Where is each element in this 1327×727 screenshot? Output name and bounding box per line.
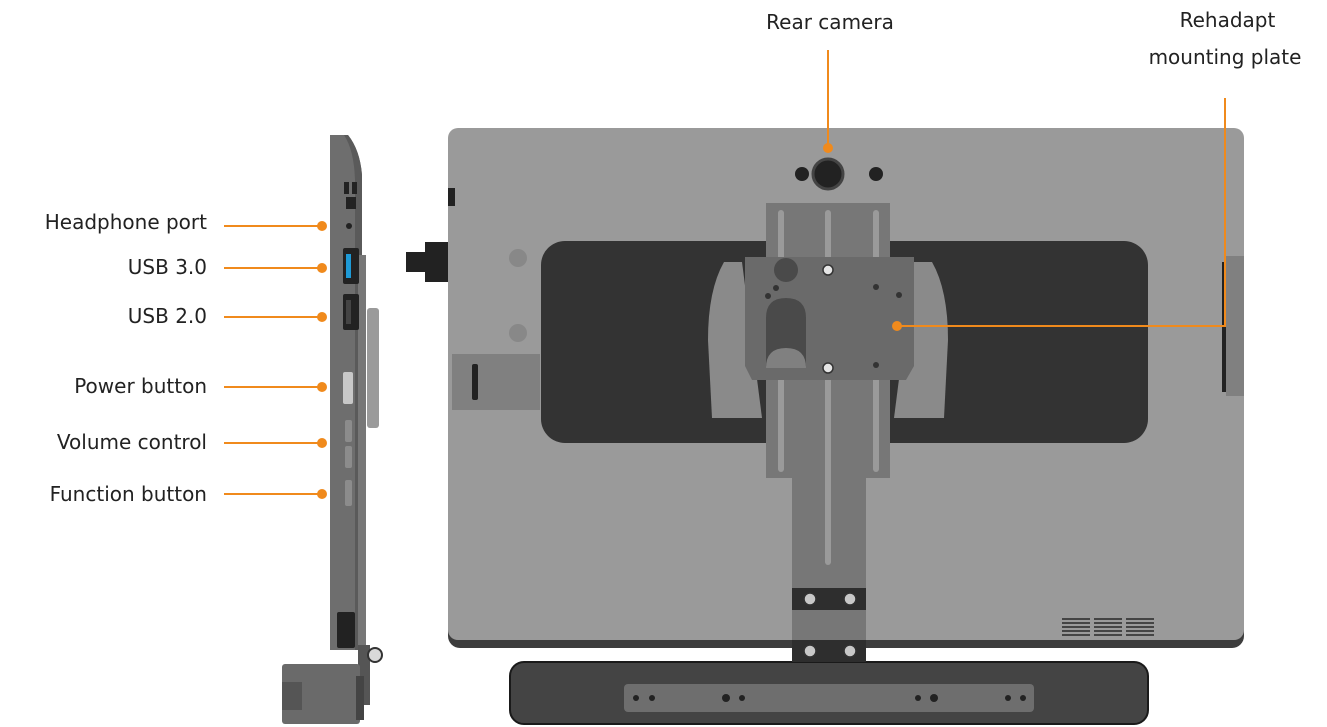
plate-slot	[766, 298, 806, 366]
callout-dot-volume	[317, 438, 327, 448]
mount-rail-lower	[792, 478, 866, 656]
volume-down-icon	[345, 446, 352, 468]
side-view	[282, 135, 383, 724]
callout-dot-usb3	[317, 263, 327, 273]
side-rail	[358, 255, 366, 645]
clamp-bolt-1	[803, 592, 817, 606]
callout-dot-power	[317, 382, 327, 392]
rear-grip-slot	[472, 364, 478, 400]
side-clamp-edge	[356, 676, 364, 720]
bar-hole-6	[930, 694, 938, 702]
side-handle	[367, 308, 379, 428]
plate-slot-cap	[766, 348, 806, 368]
mount-rail-upper	[766, 203, 890, 478]
rear-right-slot	[1222, 262, 1226, 392]
label-rear-camera: Rear camera	[766, 10, 894, 34]
rail-slot-center	[825, 210, 831, 565]
plate-screw-bottom	[822, 362, 834, 374]
plate-hole-4	[896, 292, 902, 298]
camera-flash-right	[869, 167, 883, 181]
bar-hole-2	[649, 695, 655, 701]
side-hinge	[358, 645, 370, 705]
rail-clamp-upper	[792, 588, 866, 610]
camera-flash-left	[795, 167, 809, 181]
rear-side-button	[448, 188, 455, 206]
mount-wing-right	[894, 262, 948, 418]
callout-dot-headphone	[317, 221, 327, 231]
usb2-inner	[346, 300, 351, 324]
label-usb-3: USB 3.0	[127, 255, 207, 279]
label-volume-control: Volume control	[56, 430, 207, 454]
rear-callouts	[823, 50, 1226, 331]
rail-clamp-lower	[792, 640, 866, 662]
callout-dot-camera	[823, 143, 833, 153]
label-headphone-port: Headphone port	[44, 210, 207, 234]
side-clamp-tab	[282, 682, 302, 710]
power-button-icon	[343, 372, 353, 404]
bar-hole-8	[1020, 695, 1026, 701]
clamp-bolt-2	[843, 592, 857, 606]
rear-vents	[1062, 618, 1154, 636]
side-bottom-port	[337, 612, 355, 648]
bar-hole-1	[633, 695, 639, 701]
rear-speaker-1	[509, 249, 527, 267]
bottom-bar	[509, 661, 1149, 725]
plate-hole-5	[873, 362, 879, 368]
plate-hole-2	[765, 293, 771, 299]
rear-camera-icon	[811, 157, 845, 191]
side-vent-1	[344, 182, 349, 194]
rear-grip	[452, 354, 540, 410]
bar-hole-7	[1005, 695, 1011, 701]
rail-slot-left	[778, 210, 784, 472]
callout-line-plate	[897, 98, 1226, 327]
mount-wing-left	[708, 262, 762, 418]
callout-dot-function	[317, 489, 327, 499]
callout-dot-usb2	[317, 312, 327, 322]
rear-dark-panel	[541, 241, 1148, 443]
mounting-plate	[745, 257, 914, 380]
side-clamp	[282, 664, 360, 724]
plate-screw-top	[822, 264, 834, 276]
label-usb-2: USB 2.0	[127, 304, 207, 328]
callout-dot-plate	[892, 321, 902, 331]
bar-hole-5	[915, 695, 921, 701]
usb3-blue	[346, 254, 351, 278]
side-vent-3	[346, 197, 356, 209]
tablet-body	[448, 128, 1244, 640]
bottom-bar-rail	[624, 684, 1034, 712]
function-button-icon	[345, 480, 352, 506]
bar-hole-3	[722, 694, 730, 702]
rear-right-rail	[1226, 256, 1244, 396]
plate-hole-3	[873, 284, 879, 290]
usb2-port-icon	[343, 294, 359, 330]
rail-slot-right	[873, 210, 879, 472]
side-callouts	[224, 221, 327, 499]
side-knob-icon	[367, 647, 383, 663]
side-vent-2	[352, 182, 357, 194]
rear-side-connector	[406, 242, 448, 282]
plate-hole-1	[773, 285, 779, 291]
usb3-port-icon	[343, 248, 359, 284]
bar-hole-4	[739, 695, 745, 701]
label-function-button: Function button	[49, 482, 207, 506]
rear-view	[406, 128, 1244, 725]
side-body	[330, 135, 362, 650]
label-power-button: Power button	[74, 374, 207, 398]
side-edge	[344, 135, 362, 650]
volume-up-icon	[345, 420, 352, 442]
clamp-bolt-3	[803, 644, 817, 658]
clamp-bolt-4	[843, 644, 857, 658]
plate-knob-icon	[774, 258, 798, 282]
label-plate-line2: mounting plate	[1148, 45, 1302, 69]
headphone-port-icon	[346, 223, 352, 229]
rear-speaker-2	[509, 324, 527, 342]
label-plate-line1: Rehadapt	[1179, 8, 1276, 32]
tablet-shadow	[448, 132, 1244, 648]
